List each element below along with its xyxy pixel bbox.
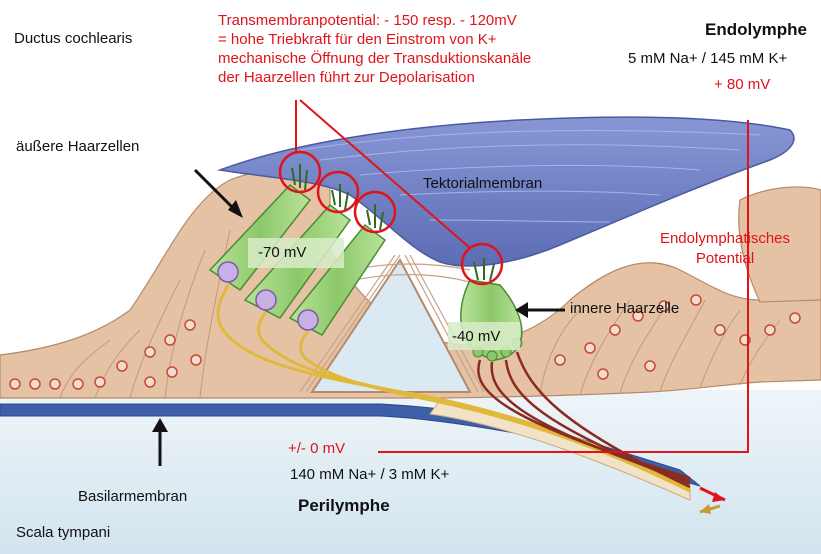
transmembran-line-2: = hohe Triebkraft für den Einstrom von K… (218, 31, 496, 48)
minus70-label: -70 mV (258, 244, 306, 261)
ductus-cochlearis-label: Ductus cochlearis (14, 30, 132, 47)
minus40-label: -40 mV (452, 328, 500, 345)
innere-haarzelle-label: innere Haarzelle (570, 300, 679, 317)
transmembran-line-1: Transmembranpotential: - 150 resp. - 120… (218, 12, 517, 29)
transmembran-line-4: der Haarzellen führt zur Depolarisation (218, 69, 475, 86)
perilymphe-label: Perilymphe (298, 496, 390, 516)
aeussere-haarzellen-label: äußere Haarzellen (16, 138, 139, 155)
endolymphe-potential: + 80 mV (714, 76, 770, 93)
endolymph-potential-line-2: Potential (652, 250, 798, 267)
endolymphe-label: Endolymphe (705, 20, 807, 40)
transmembran-line-3: mechanische Öffnung der Transduktionskan… (218, 50, 531, 67)
perilymphe-potential: +/- 0 mV (288, 440, 345, 457)
perilymphe-ions: 140 mM Na+ / 3 mM K+ (290, 466, 449, 483)
endolymphe-ions: 5 mM Na+ / 145 mM K+ (628, 50, 787, 67)
scala-tympani-label: Scala tympani (16, 524, 110, 541)
tektorialmembran-label: Tektorialmembran (423, 175, 542, 192)
endolymph-potential-line-1: Endolymphatisches (652, 230, 798, 247)
basilarmembran-label: Basilarmembran (78, 488, 187, 505)
